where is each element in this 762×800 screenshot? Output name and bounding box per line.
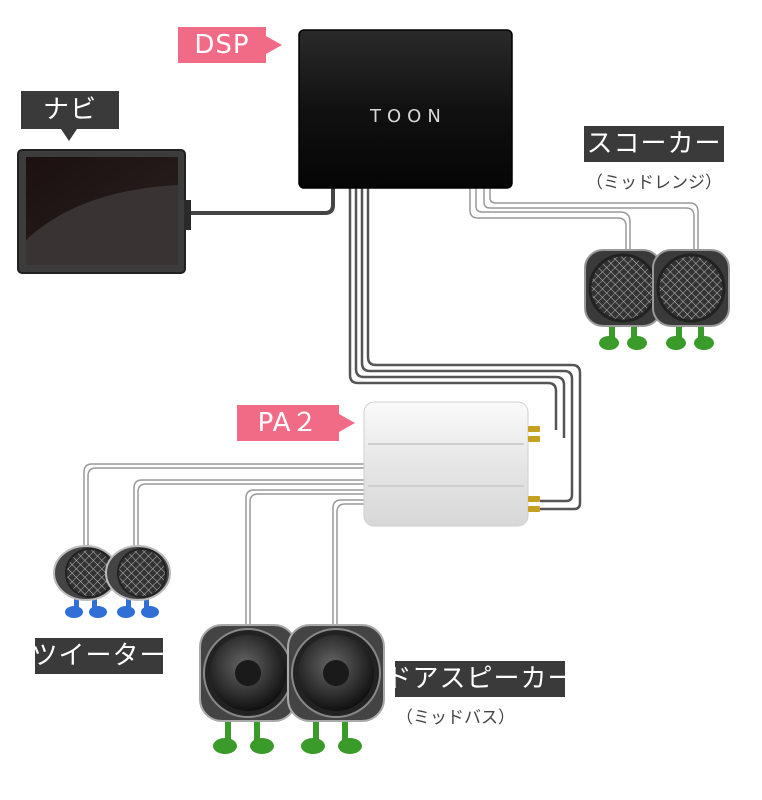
cables (83, 188, 699, 625)
tweeter-left (53, 545, 119, 618)
door-speaker-label: ドアスピーカー (386, 661, 574, 697)
cable-navi-dsp (188, 188, 335, 215)
squawker-right-feet (666, 320, 714, 350)
squawker-label: スコーカー (584, 126, 724, 162)
amp-unit (363, 401, 540, 527)
cable-dsp-amp (348, 188, 582, 511)
door-speaker-left-feet (213, 715, 274, 754)
squawker-sublabel: （ミッドレンジ） (586, 173, 722, 193)
dsp-label: DSP (178, 27, 282, 63)
cable-amp-door (245, 489, 368, 625)
navi-unit (17, 149, 191, 274)
squawker-left (584, 249, 662, 350)
rca-connectors (528, 426, 540, 512)
squawker-right (652, 249, 730, 350)
door-speaker-left (199, 624, 297, 754)
door-speaker-right (287, 624, 385, 754)
cable-dsp-squawker (469, 188, 699, 258)
tweeter-right (105, 545, 171, 618)
tweeter-label: ツイーター (32, 638, 166, 674)
dsp-unit (298, 29, 513, 189)
tweeter-right-feet (117, 595, 159, 618)
door-speaker-sublabel: （ミッドバス） (396, 708, 515, 728)
tweeter-left-feet (65, 595, 107, 618)
dsp-brand-text: TOON (370, 106, 447, 127)
navi-label: ナビ (21, 91, 119, 141)
cable-amp-tweeter (83, 463, 368, 548)
squawker-left-feet (599, 320, 647, 350)
pa2-label: PA２ (237, 405, 355, 441)
door-speaker-right-feet (301, 715, 362, 754)
